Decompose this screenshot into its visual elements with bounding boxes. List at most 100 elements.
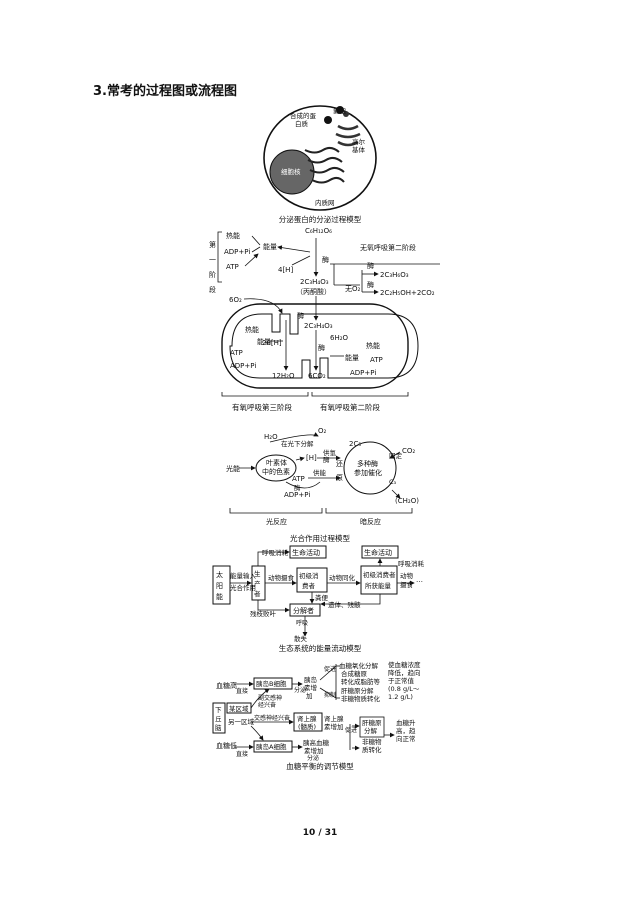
label-adrenaline2: 素增加 bbox=[324, 722, 344, 731]
respiration-diagram: 第 一 阶 段 热能 ADP+Pi ATP 能量 C₆H₁₂O₆ 4[H] 酶 … bbox=[209, 227, 440, 412]
box-sun bbox=[212, 565, 231, 605]
label-water12: 12H₂O bbox=[272, 372, 295, 380]
label-atp2: ATP bbox=[230, 349, 243, 357]
label-resp2: 呼吸消耗 bbox=[398, 559, 425, 568]
label-enzyme-p: 酶 bbox=[323, 455, 330, 464]
label-energy3: 能量 bbox=[345, 353, 359, 362]
label-ox1: 血糖氧化分解 bbox=[339, 661, 379, 670]
label-inhibit: 抑制 bbox=[324, 691, 336, 699]
label-sun2: 阳 bbox=[216, 581, 223, 590]
label-water6: 6H₂O bbox=[330, 334, 349, 342]
label-symp: 交感神经兴奋 bbox=[254, 714, 290, 722]
label-enzyme4: 酶 bbox=[297, 311, 304, 320]
label-result1d: (0.8 g/L～ bbox=[388, 685, 420, 693]
caption-fig3: 光合作用过程模型 bbox=[290, 533, 350, 543]
label-nonsugar2a: 非糖物 bbox=[362, 737, 382, 746]
label-glucagon2: 素增加 bbox=[304, 746, 324, 755]
bracket-dark bbox=[325, 508, 413, 514]
label-eat2-1: 动物 bbox=[400, 571, 414, 580]
label-decomposer: 分解者 bbox=[293, 606, 314, 615]
label-fix: 固定 bbox=[389, 451, 403, 460]
label-c3: C₃ bbox=[389, 478, 397, 486]
arrow-o2 bbox=[243, 298, 283, 314]
label-secrete: 分泌 bbox=[294, 686, 306, 694]
label-resp: 呼吸消耗 bbox=[262, 548, 289, 557]
label-loss: 散失 bbox=[294, 634, 308, 643]
label-region1: 某区域 bbox=[229, 704, 249, 713]
label-assim: 动物同化 bbox=[329, 573, 356, 582]
label-producer3: 者 bbox=[254, 590, 261, 598]
label-result2c: 向正常 bbox=[396, 734, 416, 743]
label-ethanol: 2C₂H₅OH+2CO₂ bbox=[380, 289, 435, 297]
label-hypo2: 丘 bbox=[215, 714, 222, 723]
label-co2-photo: CO₂ bbox=[402, 447, 415, 455]
mitochondrion-inner bbox=[229, 313, 419, 379]
box-life bbox=[289, 545, 327, 559]
label-para1: 副交感神 bbox=[258, 694, 282, 702]
label-water: H₂O bbox=[264, 433, 278, 441]
label-pigment: 叶素体 bbox=[266, 458, 287, 467]
caption-fig1: 分泌蛋白的分泌过程模型 bbox=[279, 214, 362, 224]
label-secondary2: 所获能量 bbox=[365, 581, 392, 590]
label-remains: 遗体、残骸 bbox=[328, 600, 361, 609]
label-insulin3: 加 bbox=[306, 691, 313, 700]
label-adp3: ADP+Pi bbox=[350, 369, 376, 377]
caption-fig5: 血糖平衡的调节模型 bbox=[286, 761, 354, 771]
label-multi: 多种酶 bbox=[357, 459, 378, 468]
label-adp: ADP+Pi bbox=[224, 248, 250, 256]
bracket-light bbox=[229, 508, 323, 514]
page-number: 10 / 31 bbox=[302, 828, 338, 838]
energy-flow-diagram: 太 阳 能 能量输入 光合作用 生 产 者 动物摄食 初级消 费者 动物同化 初… bbox=[212, 545, 425, 653]
label-supply-e: 供能 bbox=[313, 468, 327, 477]
label-atp3: ATP bbox=[370, 356, 383, 364]
golgi-shape bbox=[335, 124, 361, 147]
label-life: 生命活动 bbox=[292, 548, 320, 557]
label-secondary1: 初级消费者 bbox=[363, 570, 396, 579]
label-high: 血糖高 bbox=[216, 681, 237, 690]
label-split: 在光下分解 bbox=[281, 439, 314, 448]
label-reduce1: 还 bbox=[336, 460, 343, 468]
label-result1c: 于正常值 bbox=[388, 676, 415, 685]
label-sun1: 太 bbox=[216, 570, 223, 579]
mitochondrion-outer bbox=[221, 303, 409, 389]
label-adp2: ADP+Pi bbox=[230, 362, 256, 370]
caption-fig4: 生态系统的能量流动模型 bbox=[279, 643, 362, 653]
label-vesicle: 囊泡 bbox=[333, 106, 347, 115]
step-marker bbox=[324, 116, 332, 124]
label-eat2-2: 摄食 bbox=[400, 580, 414, 589]
label-nonsugar2b: 质转化 bbox=[362, 745, 382, 754]
label-light: 光能 bbox=[226, 464, 240, 473]
label-feces: 粪便 bbox=[315, 593, 329, 602]
label-c5: 2C₅ bbox=[349, 440, 361, 448]
label-lactate: 2C₃H₆O₃ bbox=[380, 271, 409, 279]
label-direct: 直接 bbox=[236, 687, 248, 695]
label-result2b: 高，趋 bbox=[396, 726, 416, 735]
label-photo: 光合作用 bbox=[230, 583, 256, 592]
label-primary2: 费者 bbox=[302, 581, 316, 590]
label-direct2: 直接 bbox=[236, 750, 248, 758]
label-energy2: 能量 bbox=[257, 337, 271, 346]
label-promote2: 促进 bbox=[345, 726, 357, 734]
label-synth2: 白质 bbox=[295, 119, 309, 128]
label-glucose: C₆H₁₂O₆ bbox=[305, 227, 332, 235]
label-enzyme5: 酶 bbox=[318, 343, 325, 352]
box-alpha bbox=[253, 740, 293, 753]
label-producer2: 产 bbox=[254, 579, 261, 588]
box-beta bbox=[253, 677, 293, 690]
label-synth: 合成的蛋 bbox=[290, 111, 317, 120]
label-o2: 6O₂ bbox=[229, 296, 242, 304]
blood-glucose-diagram: 血糖高 血糖低 直接 直接 胰岛B细胞 胰岛A细胞 下 丘 脑 某区域 另一区域… bbox=[212, 660, 421, 771]
label-co2: 6CO₂ bbox=[308, 372, 326, 380]
arrows-glucose bbox=[234, 664, 395, 751]
label-heat2: 热能 bbox=[245, 325, 259, 334]
label-heat3: 热能 bbox=[366, 341, 380, 350]
label-result1e: 1.2 g/L) bbox=[388, 693, 413, 701]
label-stage1: 第 bbox=[209, 240, 216, 249]
label-promote: 促进 bbox=[324, 665, 336, 673]
label-catalyze: 参加催化 bbox=[354, 468, 382, 477]
label-insulin1: 胰岛 bbox=[304, 675, 317, 684]
label-energy: 能量 bbox=[263, 242, 277, 251]
arrows-mito bbox=[270, 320, 344, 371]
